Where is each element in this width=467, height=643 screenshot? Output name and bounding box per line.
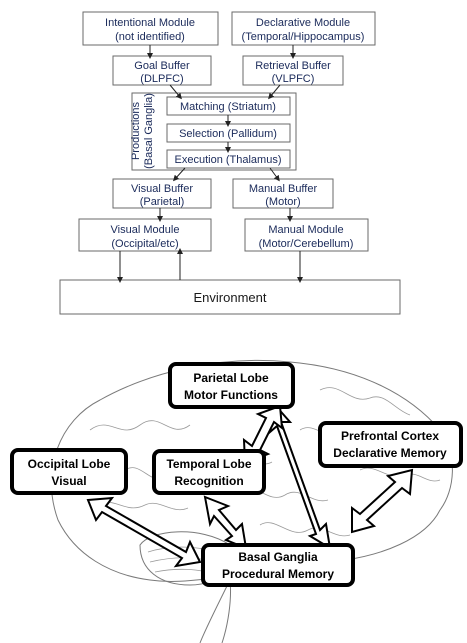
basal-ganglia-label: Basal Ganglia: [238, 550, 318, 564]
retrieval-buffer-box: Retrieval Buffer (VLPFC): [242, 55, 344, 86]
execution-label: Execution (Thalamus): [175, 154, 282, 166]
occipital-lobe-box: Occipital Lobe Visual: [10, 448, 128, 495]
occipital-lobe-label: Occipital Lobe: [28, 457, 111, 471]
architecture-diagram: Intentional Module (not identified) Decl…: [59, 11, 401, 315]
manual-module-label: Manual Module: [268, 224, 343, 236]
manual-module-sublabel: (Motor/Cerebellum): [259, 238, 354, 250]
intentional-module-label: Intentional Module: [105, 17, 195, 29]
environment-box: Environment: [59, 279, 401, 315]
environment-label: Environment: [194, 290, 267, 305]
visual-module-sublabel: (Occipital/etc): [111, 238, 178, 250]
productions-sublabel: (Basal Ganglia): [143, 93, 155, 169]
manual-buffer-sublabel: (Motor): [265, 196, 300, 208]
matching-label: Matching (Striatum): [180, 101, 276, 113]
visual-module-label: Visual Module: [111, 224, 180, 236]
manual-module-box: Manual Module (Motor/Cerebellum): [244, 218, 369, 252]
prefrontal-cortex-label: Prefrontal Cortex: [341, 429, 439, 443]
visual-buffer-sublabel: (Parietal): [140, 196, 185, 208]
productions-label: Productions: [130, 101, 142, 160]
occipital-lobe-sublabel: Visual: [51, 474, 86, 488]
temporal-lobe-sublabel: Recognition: [174, 474, 243, 488]
selection-box: Selection (Pallidum): [166, 123, 291, 143]
parietal-lobe-box: Parietal Lobe Motor Functions: [168, 362, 295, 409]
intentional-module-sublabel: (not identified): [115, 31, 185, 43]
prefrontal-cortex-sublabel: Declarative Memory: [333, 446, 447, 460]
retrieval-buffer-sublabel: (VLPFC): [272, 73, 315, 85]
prefrontal-cortex-box: Prefrontal Cortex Declarative Memory: [318, 421, 463, 468]
intentional-module-box: Intentional Module (not identified): [82, 11, 219, 46]
basal-ganglia-box: Basal Ganglia Procedural Memory: [201, 543, 355, 587]
parietal-lobe-label: Parietal Lobe: [193, 371, 269, 385]
visual-buffer-box: Visual Buffer (Parietal): [112, 178, 212, 209]
goal-buffer-sublabel: (DLPFC): [140, 73, 183, 85]
manual-buffer-box: Manual Buffer (Motor): [232, 178, 334, 209]
basal-ganglia-sublabel: Procedural Memory: [222, 567, 334, 581]
visual-buffer-label: Visual Buffer: [131, 183, 193, 195]
brain-stem: [221, 579, 231, 643]
brain-connections: [86, 402, 414, 568]
visual-module-box: Visual Module (Occipital/etc): [78, 218, 212, 252]
architecture-connectors: [117, 45, 303, 283]
goal-buffer-box: Goal Buffer (DLPFC): [112, 55, 212, 86]
temporal-lobe-box: Temporal Lobe Recognition: [152, 449, 266, 495]
matching-box: Matching (Striatum): [166, 96, 291, 116]
goal-buffer-label: Goal Buffer: [134, 60, 190, 72]
retrieval-buffer-label: Retrieval Buffer: [255, 60, 331, 72]
declarative-module-sublabel: (Temporal/Hippocampus): [242, 31, 365, 43]
manual-buffer-label: Manual Buffer: [249, 183, 318, 195]
execution-box: Execution (Thalamus): [166, 149, 291, 169]
declarative-module-box: Declarative Module (Temporal/Hippocampus…: [231, 11, 376, 46]
declarative-module-label: Declarative Module: [256, 17, 350, 29]
temporal-lobe-label: Temporal Lobe: [166, 457, 251, 471]
parietal-lobe-sublabel: Motor Functions: [184, 388, 278, 402]
prefrontal-basal-arrow: [351, 468, 414, 534]
selection-label: Selection (Pallidum): [179, 128, 277, 140]
temporal-basal-arrow: [203, 495, 248, 550]
occipital-basal-arrow: [86, 496, 202, 568]
